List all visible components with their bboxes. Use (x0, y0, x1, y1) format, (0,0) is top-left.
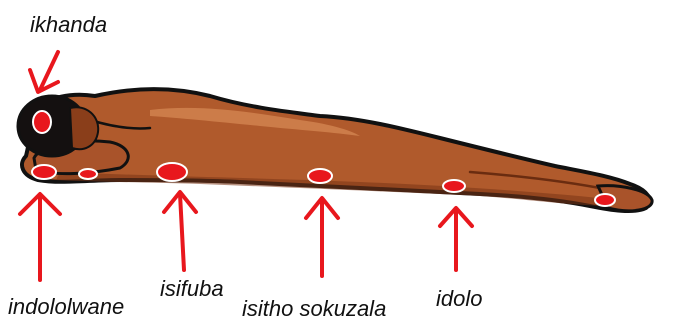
label-elbow: indololwane (8, 294, 124, 319)
arrow-elbow (20, 194, 60, 280)
label-chest: isifuba (160, 276, 224, 301)
label-genitals: isitho sokuzala (242, 296, 386, 321)
label-head: ikhanda (30, 12, 107, 37)
label-knee: idolo (436, 286, 482, 311)
marker-chest (157, 163, 187, 181)
arrow-chest (164, 192, 196, 270)
arrow-knee (440, 208, 472, 270)
body-illustration (18, 89, 652, 211)
marker-genitals (308, 169, 332, 183)
arrow-head (30, 52, 58, 92)
marker-head (33, 111, 51, 133)
marker-foot (595, 194, 615, 206)
marker-elbow (32, 165, 56, 179)
marker-elbow-2 (79, 169, 97, 179)
arrow-genitals (306, 198, 338, 276)
marker-knee (443, 180, 465, 192)
